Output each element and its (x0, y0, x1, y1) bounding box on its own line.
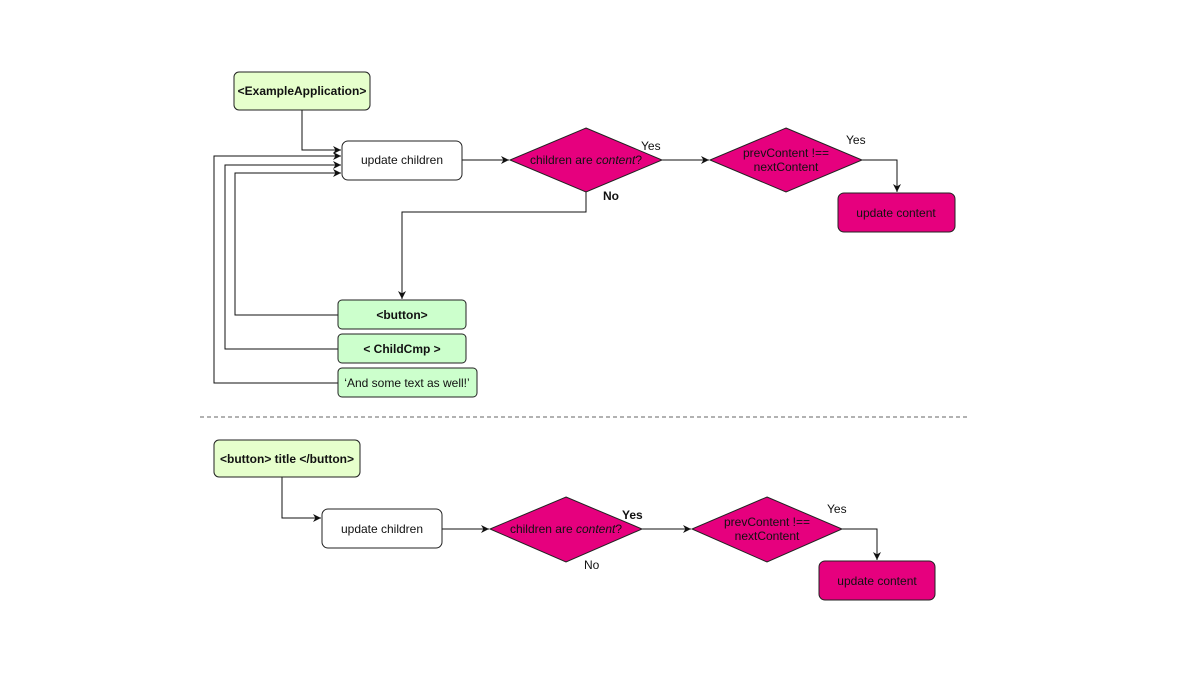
decision-text: children are (510, 522, 576, 536)
decision-text: children are (530, 153, 596, 167)
node-label: ‘And some text as well!’ (344, 376, 469, 390)
node-update-children[interactable]: update children (341, 140, 463, 181)
decision-text: ? (635, 153, 642, 167)
decision-text-italic: content (596, 153, 636, 167)
top-diagram: <ExampleApplication> update children chi… (213, 71, 956, 398)
decision-children-are-content[interactable]: children are content? (488, 496, 644, 563)
edge-root-to-update (281, 477, 321, 522)
decision-prev-next-content[interactable]: prevContent !== nextContent (708, 127, 864, 193)
decision-text-italic: content (576, 522, 616, 536)
node-update-content[interactable]: update content (837, 192, 956, 233)
node-label: update children (361, 153, 443, 167)
edge-childcmp-loop (224, 161, 341, 350)
edge-no-to-children (398, 192, 587, 299)
label-no: No (584, 558, 600, 572)
node-label: update content (837, 574, 917, 588)
node-label: <button> title </button> (220, 452, 354, 466)
bottom-diagram: <button> title </button> update children… (213, 439, 936, 601)
node-update-content[interactable]: update content (818, 560, 936, 601)
node-example-application[interactable]: <ExampleApplication> (233, 71, 371, 111)
edge-root-to-update (301, 110, 341, 154)
node-button-title[interactable]: <button> title </button> (213, 439, 361, 478)
edge-yes-to-update-content (842, 528, 881, 560)
label-yes: Yes (622, 508, 643, 522)
node-child-button[interactable]: <button> (337, 299, 467, 330)
node-update-children[interactable]: update children (321, 508, 443, 549)
node-label: < ChildCmp > (363, 342, 440, 356)
decision-text: ? (615, 522, 622, 536)
node-label: update children (341, 522, 423, 536)
decision-prev-next-content[interactable]: prevContent !== nextContent (690, 496, 844, 563)
node-label: <ExampleApplication> (238, 84, 367, 98)
edge-text-loop (213, 152, 341, 384)
node-child-childcmp[interactable]: < ChildCmp > (337, 333, 467, 364)
decision-line1: prevContent !== (743, 146, 829, 160)
label-yes: Yes (641, 139, 661, 153)
decision-line2: nextContent (735, 529, 800, 543)
decision-line2: nextContent (754, 160, 819, 174)
decision-children-are-content[interactable]: children are content? (508, 127, 664, 193)
node-child-text[interactable]: ‘And some text as well!’ (337, 367, 478, 398)
decision-label: children are content? (530, 153, 642, 167)
node-label: update content (856, 206, 936, 220)
decision-label: children are content? (510, 522, 622, 536)
edge-button-loop (234, 169, 341, 316)
label-yes: Yes (827, 502, 847, 516)
label-yes: Yes (846, 133, 866, 147)
edge-yes-to-update-content (862, 159, 901, 192)
label-no: No (603, 189, 619, 203)
node-label: <button> (376, 308, 427, 322)
decision-line1: prevContent !== (724, 515, 810, 529)
